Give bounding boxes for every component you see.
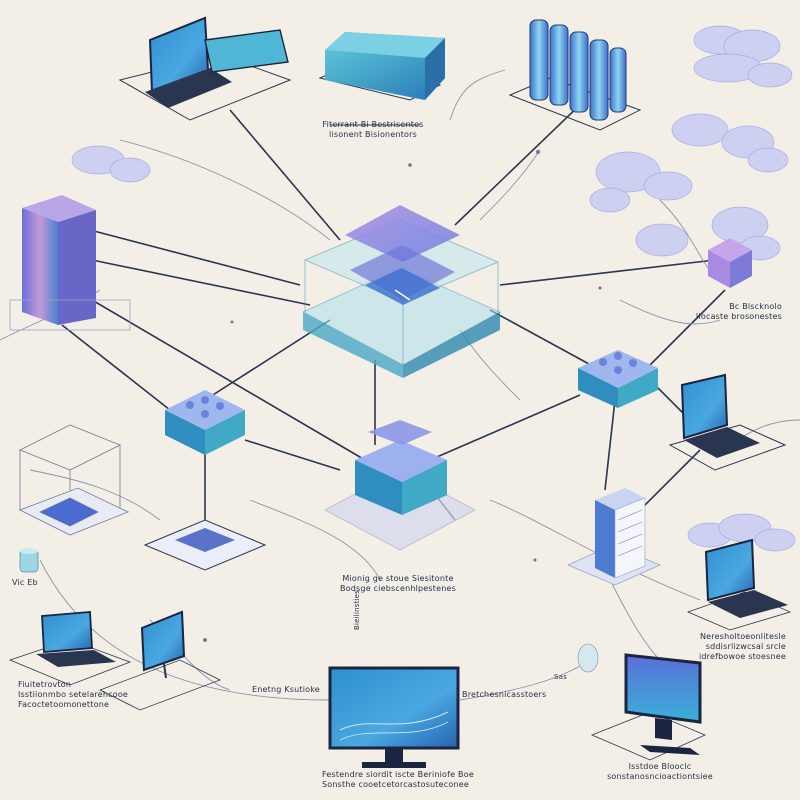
caption-bottom-right-mid: Bretchesnicasstoers: [462, 690, 547, 699]
laptop-icon: [686, 538, 792, 631]
laptop-icon: [668, 373, 787, 471]
link-hub-left-node: [204, 319, 331, 401]
server-rack-icon: [508, 19, 642, 131]
central-hub-icon: [301, 205, 502, 378]
decorative-dots: [203, 150, 602, 642]
network-node-icon: [578, 350, 658, 408]
laptop-icon: [8, 611, 132, 686]
link-hub-right-box: [499, 259, 716, 286]
caption-top-center: Fiterrant Bi Bestrisentes lisonent Bisio…: [322, 120, 424, 139]
network-node-icon: [165, 390, 245, 455]
storage-box-icon: [318, 32, 445, 126]
link-hub-top-laptop: [229, 109, 341, 241]
sensor-node-icon: [577, 643, 599, 673]
server-rack-icon: [567, 488, 662, 586]
caption-bottom-right: Isstdoe Blooclc sonstanosncioactiontsiee: [607, 762, 713, 781]
link-server-center: [91, 299, 366, 461]
caption-bottom-center: Festendre siordit iscte Beriniofe Boe So…: [322, 770, 474, 789]
monitor-icon: [328, 666, 460, 768]
link-left-node-center: [244, 439, 341, 471]
database-node-icon: [324, 420, 476, 551]
caption-right-mid: Bc Blscknolo Ilocaste brosonestes: [695, 302, 782, 321]
caption-center-bottom: Mionig ge stoue Siesitonte Bodsge ciebsc…: [339, 574, 457, 593]
link-laptop-right-rack: [639, 449, 701, 511]
link-right-node-center: [429, 394, 581, 461]
caption-right-lower: Neresholtoeonlitesle sddisrlizwcsal srcl…: [698, 632, 786, 661]
link-hub-top-rack: [454, 99, 586, 226]
link-left-node-server: [61, 324, 171, 411]
caption-left-small: Vic Eb: [12, 578, 38, 587]
glass-cube-icon: [19, 424, 129, 536]
server-tower-icon: [9, 195, 131, 331]
link-hub-left-server: [91, 259, 311, 306]
link-right-node-right-box: [649, 289, 726, 366]
storage-box-icon: [708, 238, 752, 288]
platform-icon: [143, 519, 267, 571]
link-server-hub: [89, 229, 301, 286]
caption-bottom-left-mid: Enetng Ksutioke: [252, 685, 320, 694]
laptop-icon: [118, 16, 292, 121]
database-cylinder-icon: [19, 548, 39, 573]
link-right-node-rack: [604, 399, 616, 491]
monitor-icon: [590, 653, 707, 761]
link-hub-right-node: [489, 309, 601, 371]
caption-bubble: Sas: [554, 673, 567, 681]
caption-left-bottom: Fiuitetrovton Isstiionmbo setelarehcooe …: [18, 680, 129, 709]
caption-vertical-center: Bieilinsties: [353, 589, 361, 630]
thin-connection-lines: [0, 69, 800, 701]
monitor-icon: [99, 610, 221, 711]
